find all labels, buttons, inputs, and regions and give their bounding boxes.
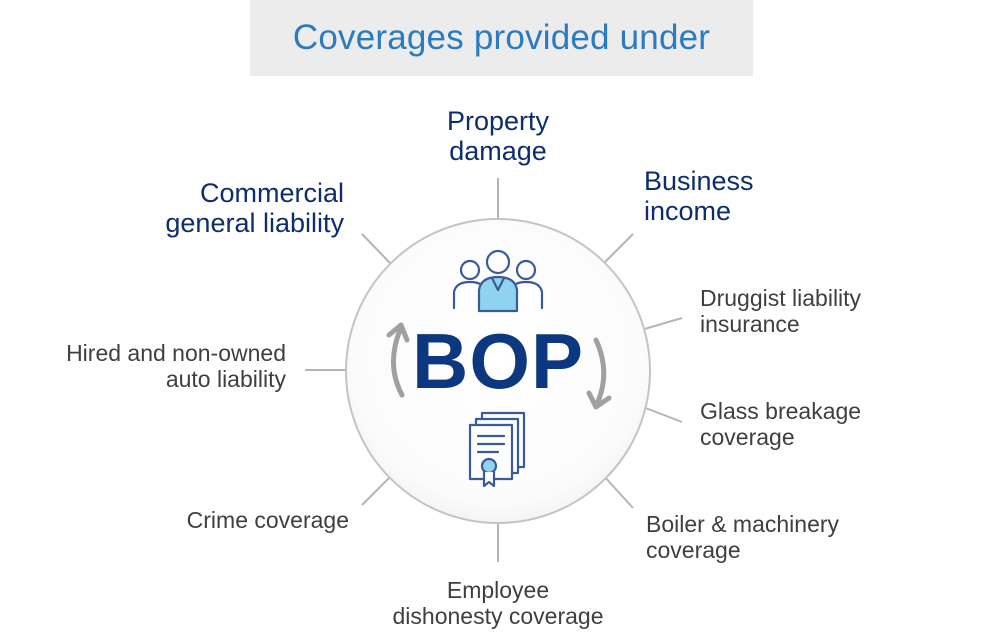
diagram-title: Coverages provided under: [292, 18, 711, 57]
bop-label: BOP: [411, 317, 585, 405]
arrow-left-head: [386, 322, 410, 343]
coverage-employee-dishonesty: Employee dishonesty coverage: [358, 577, 638, 630]
coverage-line: auto liability: [165, 365, 286, 392]
coverage-line: Hired and non-owned: [66, 340, 286, 366]
coverage-line: coverage: [646, 536, 741, 563]
connector-business-income: [604, 233, 634, 263]
connector-crime: [361, 474, 393, 506]
center-circle: [345, 218, 651, 524]
coverage-boiler-machinery: Boiler & machinery coverage: [646, 511, 840, 564]
arrow-right-down: [593, 337, 607, 407]
coverage-line: coverage: [700, 423, 795, 450]
coverage-line: damage: [449, 136, 547, 167]
arrow-left-up: [390, 327, 405, 398]
coverage-line: general liability: [165, 208, 344, 239]
people-group-icon: [452, 249, 544, 313]
coverage-business-income: Business income: [644, 166, 754, 226]
connector-glass-breakage: [642, 406, 683, 423]
arrow-right-head: [586, 390, 612, 410]
title-banner: Coverages provided under: [250, 0, 753, 76]
coverage-line: Crime coverage: [186, 507, 349, 533]
coverage-crime: Crime coverage: [100, 507, 349, 534]
certificate-document-icon: [468, 411, 526, 488]
coverage-line: Druggist liability: [700, 285, 862, 311]
coverage-line: Property: [446, 106, 550, 136]
coverage-druggist-liability: Druggist liability insurance: [700, 285, 862, 338]
coverage-commercial-general-liability: Commercial general liability: [60, 178, 344, 238]
coverage-line: Glass breakage: [700, 398, 862, 424]
coverage-property-damage: Property damage: [398, 106, 598, 166]
connector-boiler-machinery: [602, 474, 634, 509]
coverage-glass-breakage: Glass breakage coverage: [700, 398, 862, 451]
coverage-line: income: [644, 196, 732, 227]
coverage-line: Business: [644, 166, 754, 196]
coverage-line: Commercial: [199, 178, 344, 208]
coverage-line: dishonesty coverage: [392, 602, 604, 629]
coverage-line: Employee: [446, 577, 550, 603]
connector-lines: [305, 178, 683, 562]
cycle-arrows: [386, 322, 612, 410]
coverage-hired-auto: Hired and non-owned auto liability: [20, 340, 286, 393]
coverage-line: insurance: [700, 310, 800, 337]
coverage-line: Boiler & machinery: [646, 511, 840, 537]
connector-commercial-general-liability: [361, 233, 392, 265]
connector-druggist-liability: [640, 317, 683, 331]
